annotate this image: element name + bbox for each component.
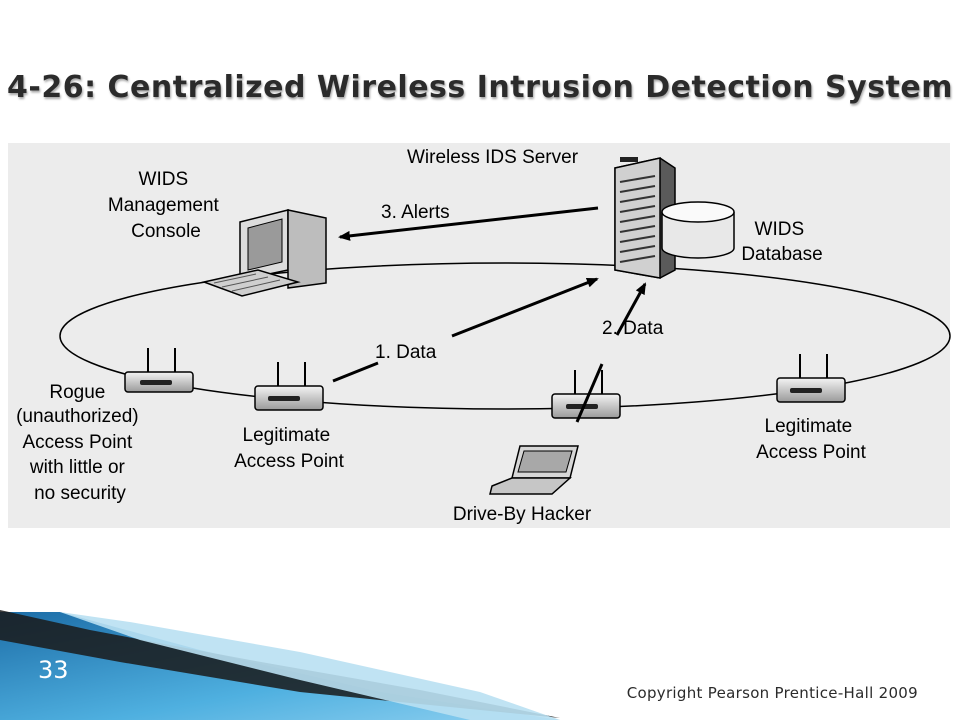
rogue-access-point-label: Rogue (unauthorized) Access Point with l… — [16, 382, 144, 504]
network-ellipse — [59, 262, 951, 410]
drive-by-hacker-label: Drive-By Hacker — [453, 504, 592, 525]
legitimate-access-point-1-icon — [254, 362, 324, 411]
data-1-label: 1. Data — [375, 342, 437, 363]
wireless-ids-server-label: Wireless IDS Server — [407, 147, 579, 168]
wids-database-label: WIDS Database — [741, 219, 822, 265]
alerts-label: 3. Alerts — [381, 202, 450, 223]
data-arrow-2 — [575, 282, 647, 423]
laptop-icon — [489, 445, 579, 495]
rogue-access-point-icon — [124, 348, 194, 393]
hacker-access-point-icon — [551, 370, 621, 419]
legitimate-access-point-2-icon — [776, 354, 846, 403]
alerts-arrow — [338, 206, 599, 241]
slide-title: 4-26: Centralized Wireless Intrusion Det… — [7, 70, 953, 105]
legitimate-access-point-2-label: Legitimate Access Point — [756, 416, 867, 463]
slide-number: 33 — [38, 656, 69, 684]
data-arrow-1 — [332, 277, 599, 383]
legitimate-access-point-1-label: Legitimate Access Point — [234, 425, 345, 472]
copyright-notice: Copyright Pearson Prentice-Hall 2009 — [626, 684, 918, 702]
diagram-background — [8, 143, 950, 528]
console-computer-icon — [201, 209, 327, 297]
footer-decoration — [0, 610, 560, 720]
server-icon — [614, 157, 676, 279]
database-icon — [661, 201, 735, 259]
data-2-label: 2. Data — [602, 318, 664, 339]
wids-console-label: WIDS Management Console — [108, 169, 224, 242]
